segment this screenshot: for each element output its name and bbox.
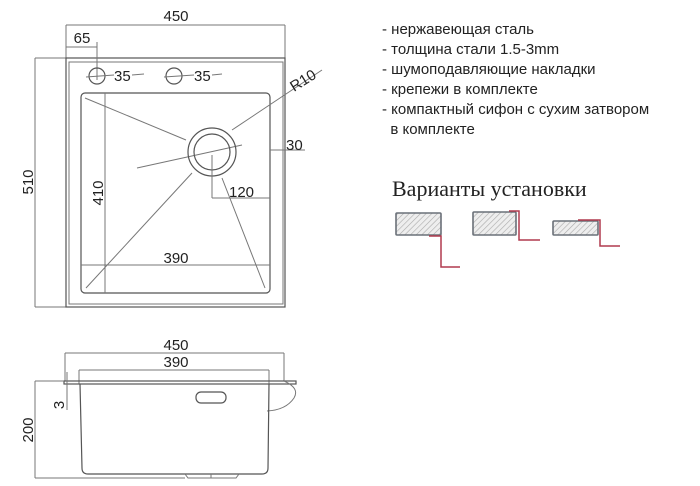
feature-item: в комплекте xyxy=(382,121,475,138)
feature-item: - шумоподавляющие накладки xyxy=(382,61,596,78)
feature-item: - толщина стали 1.5-3mm xyxy=(382,41,560,58)
dim-width-total: 450 xyxy=(163,8,188,25)
dim-tap-offset: 65 xyxy=(74,30,91,47)
dim-height-total: 510 xyxy=(20,169,37,194)
side-view: 450 390 200 3 xyxy=(20,337,297,479)
overflow-slot xyxy=(195,391,227,404)
install-option-overmount xyxy=(552,219,620,247)
feature-item: - компактный сифон с сухим затвором xyxy=(382,101,650,118)
install-option-flush xyxy=(472,210,540,241)
bowl-outline xyxy=(80,92,271,294)
install-option-undermount xyxy=(395,212,460,268)
install-options xyxy=(395,210,620,268)
top-view: 450 510 65 35 35 410 390 R10 30 xyxy=(20,8,323,308)
feature-item: - нержавеющая сталь xyxy=(382,21,534,38)
dim-bowl-depth: 410 xyxy=(90,180,107,205)
dim-drain-offset: 120 xyxy=(229,184,254,201)
sink-outline xyxy=(65,57,286,308)
dim-thickness: 3 xyxy=(51,401,68,409)
dim-side-bowl-width: 390 xyxy=(163,354,188,371)
dim-radius: R10 xyxy=(287,66,319,95)
install-title: Варианты установки xyxy=(392,176,587,201)
dim-depth: 200 xyxy=(20,417,37,442)
dim-bowl-width: 390 xyxy=(163,250,188,267)
dim-drain-edge: 30 xyxy=(286,137,303,154)
deck-plate xyxy=(63,380,297,385)
dim-hole-1: 35 xyxy=(114,68,131,85)
bowl-profile xyxy=(79,383,270,475)
dim-side-width-total: 450 xyxy=(163,337,188,354)
dim-hole-2: 35 xyxy=(194,68,211,85)
feature-item: - крепежи в комплекте xyxy=(382,81,538,98)
